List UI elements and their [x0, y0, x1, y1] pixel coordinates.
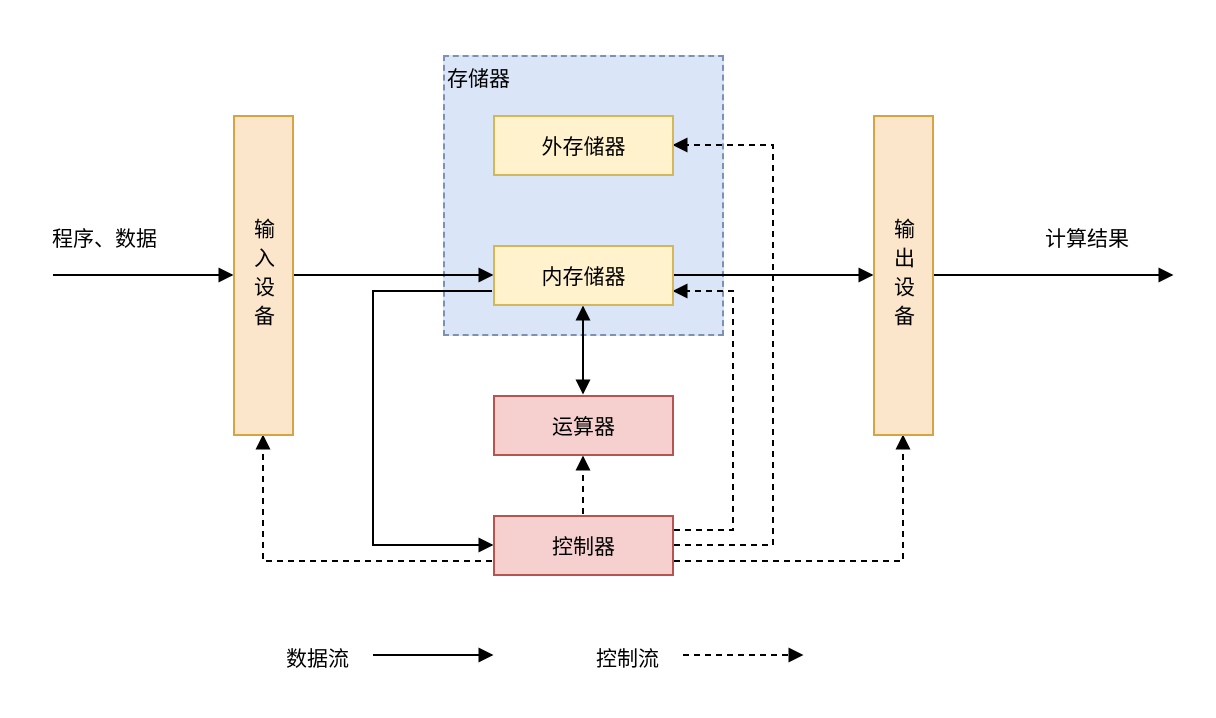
program-data-label: 程序、数据: [52, 227, 157, 251]
external-memory-node: 外存储器: [493, 115, 674, 176]
alu-node: 运算器: [493, 395, 674, 456]
ctrl-arrow-to-internal-memory: [672, 283, 734, 531]
input-device-node: 输入设备: [233, 115, 294, 436]
internal-memory-label: 内存储器: [541, 264, 626, 289]
legend-data-flow-label: 数据流: [286, 647, 349, 671]
result-label: 计算结果: [1045, 227, 1129, 251]
controller-node: 控制器: [493, 515, 674, 576]
input-device-label: 输入设备: [251, 217, 276, 334]
alu-label: 运算器: [552, 414, 615, 439]
legend-control-flow-label: 控制流: [596, 647, 659, 671]
ctrl-arrow-to-external-memory: [672, 137, 774, 546]
arrow-memory-to-controller: [372, 290, 494, 553]
ctrl-arrow-to-output: [674, 434, 911, 562]
external-memory-label: 外存储器: [541, 134, 626, 159]
internal-memory-node: 内存储器: [493, 245, 674, 306]
output-device-node: 输出设备: [873, 115, 934, 436]
output-device-label: 输出设备: [891, 217, 916, 334]
ctrl-arrow-to-input: [255, 434, 492, 562]
controller-label: 控制器: [552, 534, 615, 559]
memory-group-title: 存储器: [447, 67, 510, 91]
